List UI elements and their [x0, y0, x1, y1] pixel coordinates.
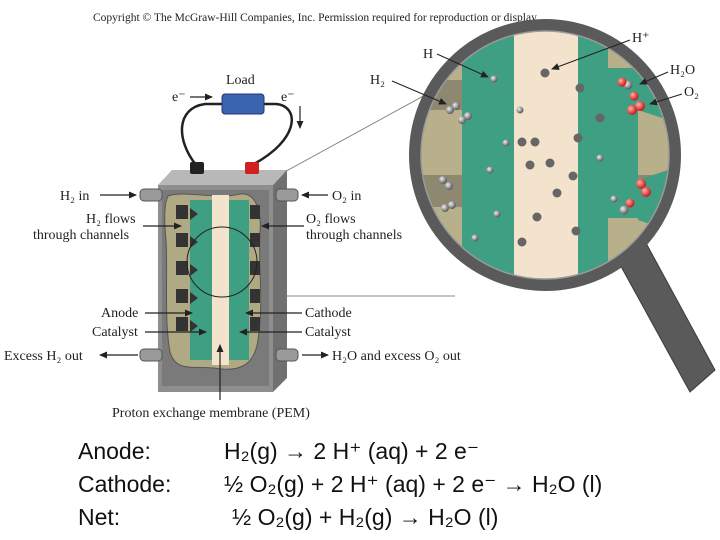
- net-reaction-equation: ½ O₂(g) + H₂(g) → H₂O (l): [232, 504, 498, 531]
- load-label: Load: [226, 73, 255, 88]
- anode-reaction-label: Anode:: [78, 438, 151, 465]
- cathode-reaction-equation: ½ O₂(g) + 2 H⁺ (aq) + 2 e⁻ → H₂O (l): [224, 471, 602, 498]
- h2o-excess-o2-out-label: H₂O and excess O₂ out: [332, 349, 461, 364]
- anode-terminal: [190, 162, 204, 174]
- electron-left-label: e⁻: [172, 90, 186, 105]
- load-resistor: [222, 94, 264, 114]
- pem-label: Proton exchange membrane (PEM): [112, 406, 310, 421]
- net-reaction-label: Net:: [78, 504, 120, 531]
- net-reaction: Net: ½ O₂(g) + H₂(g) → H₂O (l): [78, 504, 718, 537]
- lens-membrane: [514, 20, 578, 290]
- external-wire-left: [182, 104, 224, 165]
- excess-h2-out-label: Excess H₂ out: [4, 349, 83, 364]
- cathode-terminal: [245, 162, 259, 174]
- lens-anode: [462, 20, 514, 290]
- anode-reaction-equation: H₂(g) → 2 H⁺ (aq) + 2 e⁻: [224, 438, 479, 465]
- cathode-label: Cathode: [305, 306, 352, 321]
- h2-flows-label: H₂ flows: [86, 212, 136, 227]
- anode-reaction: Anode: H₂(g) → 2 H⁺ (aq) + 2 e⁻: [78, 438, 718, 471]
- catalyst-left-label: Catalyst: [92, 325, 138, 340]
- through-channels-left-label: through channels: [33, 228, 129, 243]
- fuel-cell-diagram: Copyright © The McGraw-Hill Companies, I…: [0, 0, 720, 430]
- zoom-h2-label: H₂: [370, 73, 385, 88]
- anode-label: Anode: [101, 306, 138, 321]
- lens-cathode: [578, 20, 608, 290]
- zoom-h-label: H: [423, 47, 433, 62]
- o2-in-label: O₂ in: [332, 189, 361, 204]
- cathode-reaction-label: Cathode:: [78, 471, 171, 498]
- reaction-equations: Anode: H₂(g) → 2 H⁺ (aq) + 2 e⁻ Cathode:…: [78, 438, 718, 537]
- pem-membrane: [212, 195, 229, 365]
- zoom-hplus-label: H⁺: [632, 31, 650, 46]
- h2-in-label: H₂ in: [60, 189, 89, 204]
- copyright-text: Copyright © The McGraw-Hill Companies, I…: [93, 12, 539, 24]
- zoom-h2o-label: H₂O: [670, 63, 695, 78]
- through-channels-right-label: through channels: [306, 228, 402, 243]
- electron-right-label: e⁻: [281, 90, 295, 105]
- o2-flows-label: O₂ flows: [306, 212, 356, 227]
- cathode-reaction: Cathode: ½ O₂(g) + 2 H⁺ (aq) + 2 e⁻ → H₂…: [78, 471, 718, 504]
- zoom-o2-label: O₂: [684, 85, 699, 100]
- catalyst-right-label: Catalyst: [305, 325, 351, 340]
